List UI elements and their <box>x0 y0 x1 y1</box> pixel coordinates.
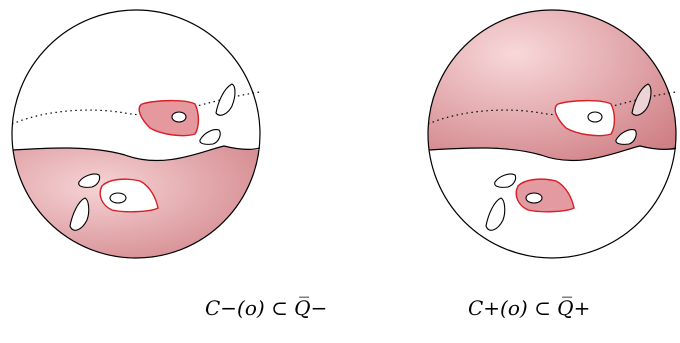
left-red-loop-upper <box>138 99 200 137</box>
right-upper-small-hole <box>615 129 637 145</box>
right-caption: C+(o) ⊂ Q̅+ <box>468 296 591 320</box>
left-caption: C−(o) ⊂ Q̅− <box>205 296 328 320</box>
left-dotted-equator <box>11 91 261 125</box>
right-lower-tall-hole <box>485 197 506 231</box>
left-upper-small-hole <box>199 129 221 145</box>
left-region-boundary <box>12 145 261 162</box>
right-red-loop-upper <box>554 99 616 137</box>
left-sphere-outline <box>11 9 261 259</box>
right-sphere <box>427 9 677 259</box>
left-sphere <box>11 9 261 259</box>
left-red-loop-lower <box>99 178 159 213</box>
left-upper-tall-hole <box>215 83 236 116</box>
right-lower-small-hole <box>494 173 517 188</box>
right-red-loop-lower <box>515 178 575 213</box>
left-lower-hole-inner <box>109 192 127 204</box>
right-region-boundary <box>428 145 677 162</box>
right-sphere-outline <box>427 9 677 259</box>
right-lower-hole-inner <box>525 192 543 204</box>
right-upper-hole-inner <box>587 111 603 123</box>
left-lower-small-hole <box>78 173 101 188</box>
right-dotted-equator <box>427 91 677 125</box>
left-upper-hole-inner <box>171 111 187 123</box>
left-lower-tall-hole <box>69 197 90 231</box>
right-upper-tall-hole <box>631 83 652 116</box>
right-shaded-upper-region <box>428 10 676 161</box>
